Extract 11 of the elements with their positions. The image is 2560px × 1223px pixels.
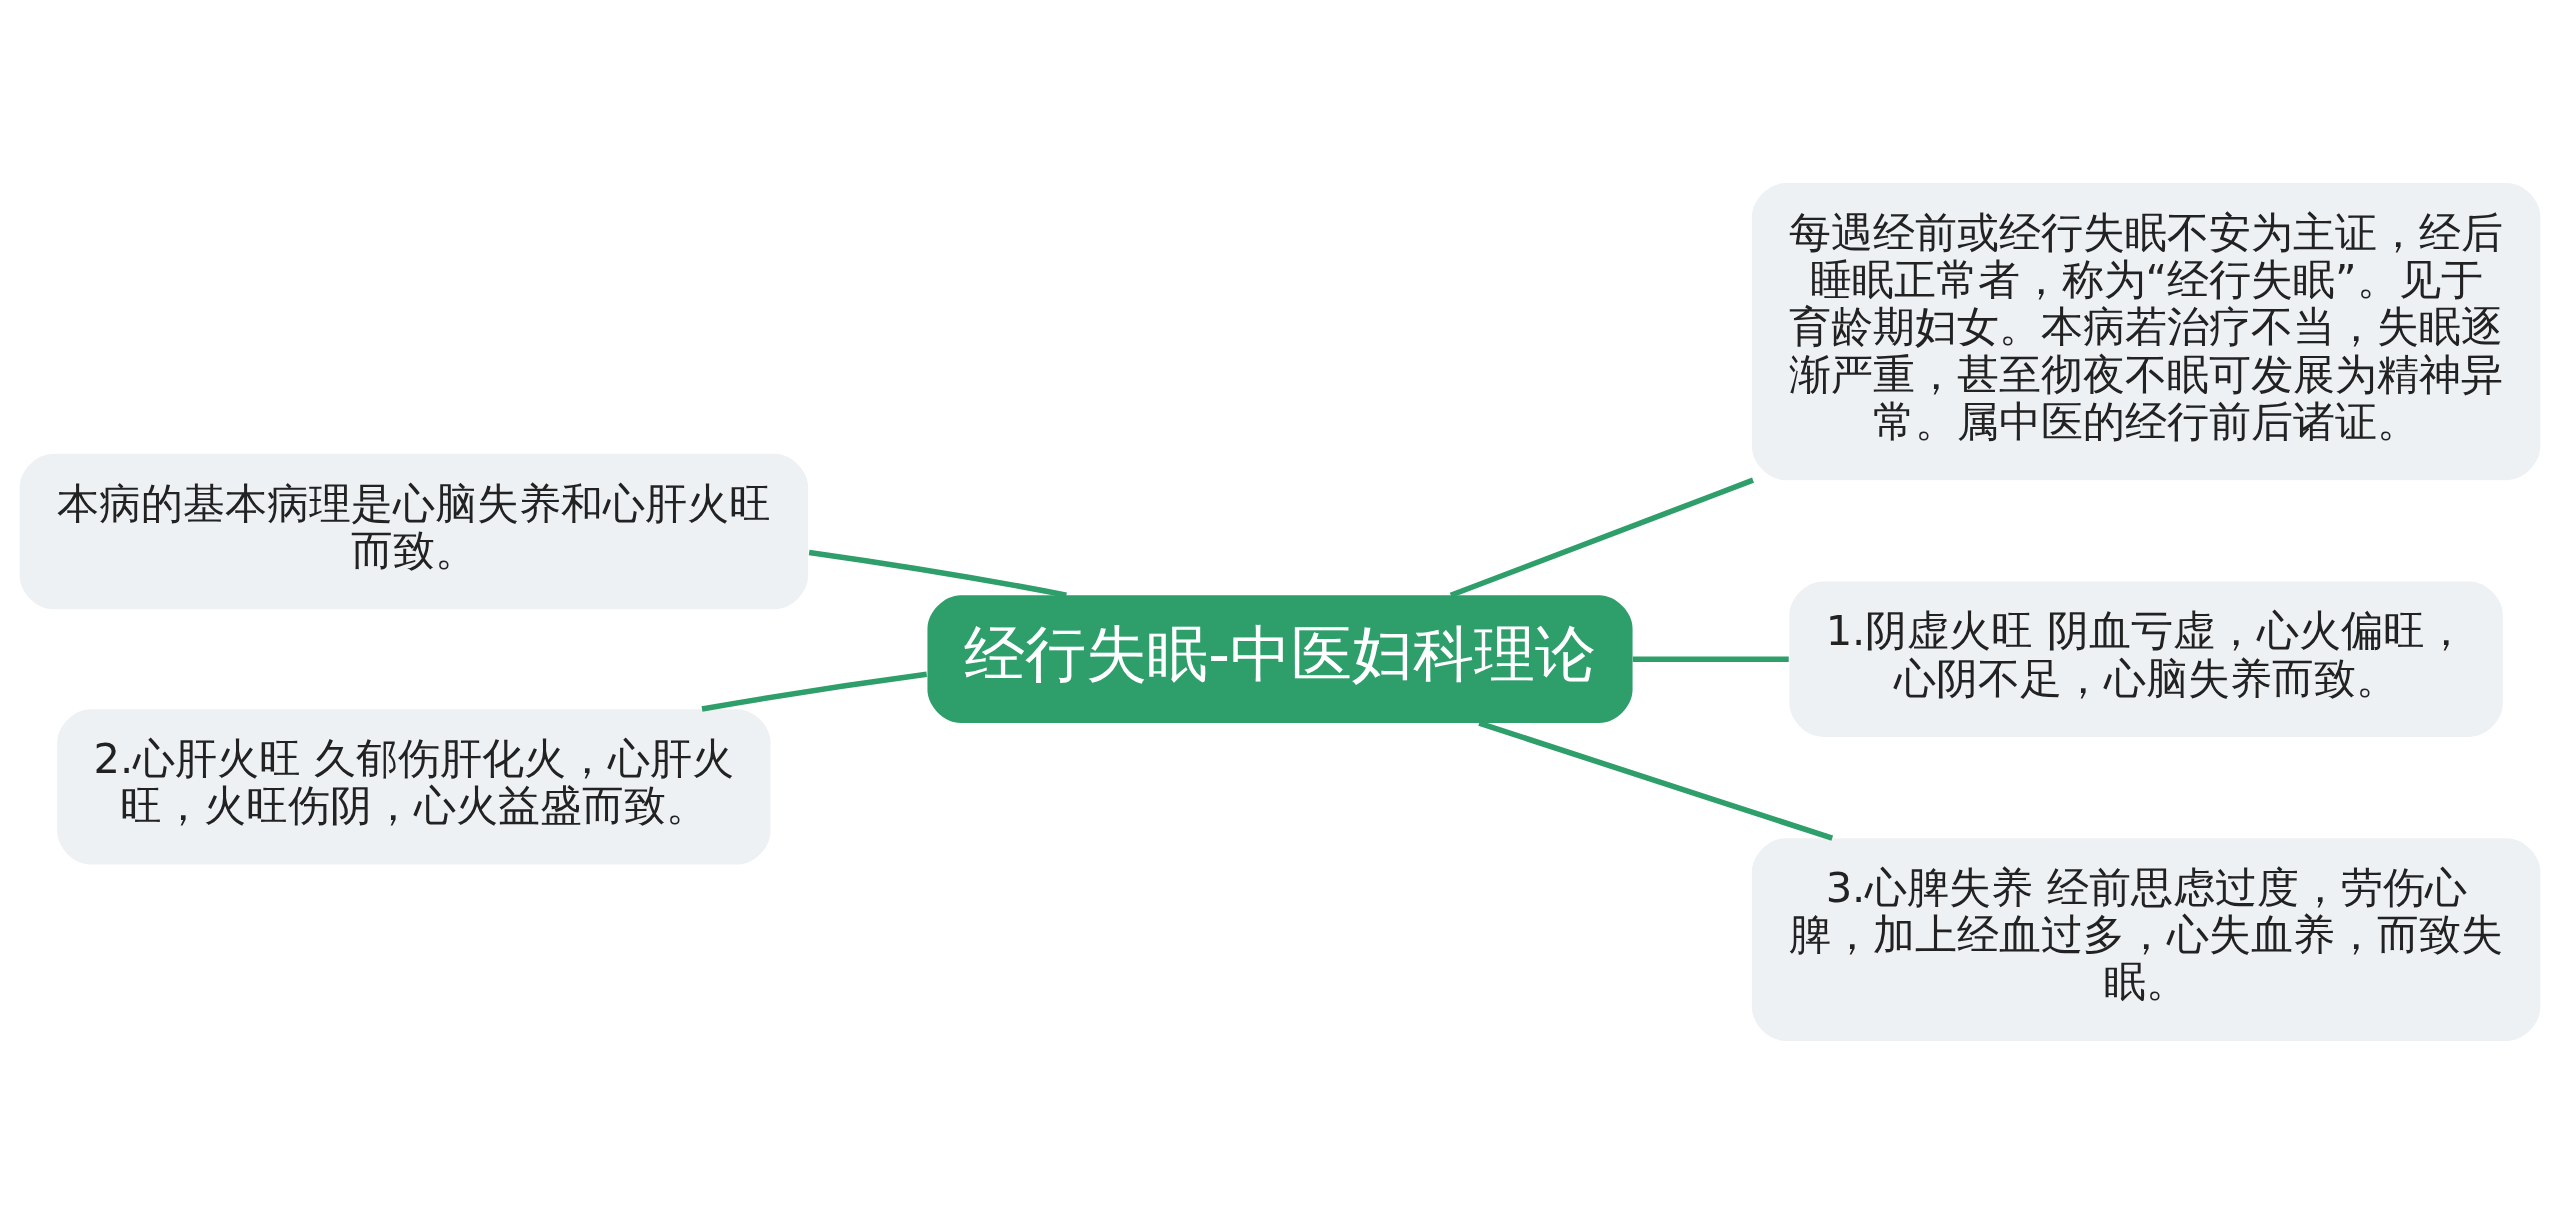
node-box: 每遇经前或经行失眠不安为主证，经后睡眠正常者，称为“经行失眠”。见于育龄期妇女。本病若治疗不当，失眠逐渐严重，甚至彻夜不眠可发展为精神异常。属中医的经行前后诸证。 xyxy=(1751,182,2541,480)
connector xyxy=(1478,720,1834,841)
connector xyxy=(1449,477,1755,598)
connector xyxy=(1632,655,1789,662)
node-box: 3.心脾失养 经前思虑过度，劳伤心脾，加上经血过多，心失血养，而致失眠。 xyxy=(1751,837,2541,1041)
node-box: 经行失眠-中医妇科理论 xyxy=(927,594,1633,723)
connector xyxy=(701,671,928,712)
connector xyxy=(808,549,1067,598)
node-box: 本病的基本病理是心脑失养和心肝火旺而致。 xyxy=(19,453,809,609)
node-box: 2.心肝火旺 久郁伤肝化火，心肝火旺，火旺伤阴，心火益盛而致。 xyxy=(57,708,771,865)
node-box: 1.阴虚火旺 阴血亏虚，心火偏旺，心阴不足，心脑失养而致。 xyxy=(1789,580,2503,737)
